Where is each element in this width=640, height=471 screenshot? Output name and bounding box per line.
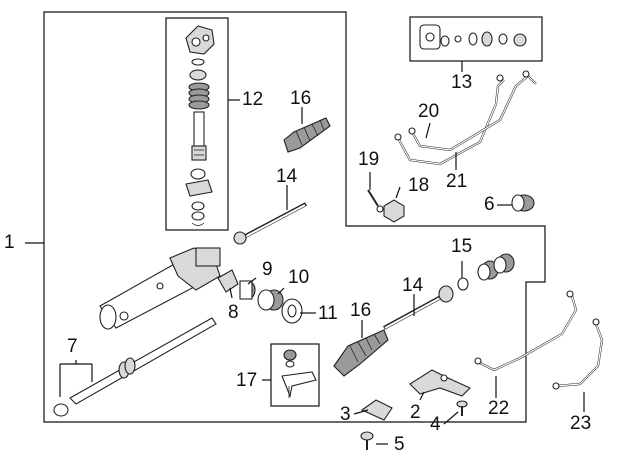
leader-3 [353,409,369,415]
bearing-12 [189,69,207,81]
pinion-shaft [191,111,207,161]
clamp-3 [360,399,393,421]
callout-11: 11 [318,303,338,324]
leader-8 [229,287,233,299]
callout-7: 7 [67,336,78,357]
leader-20 [425,122,431,139]
callout-18: 18 [408,175,430,196]
rack-shaft-7 [53,317,217,417]
box-12 [165,17,229,231]
callout-16b: 16 [350,300,372,321]
leader-10 [277,287,285,295]
callout-6: 6 [484,194,495,215]
washer-11 [281,298,303,324]
ring-12b [191,211,205,221]
callout-17: 17 [236,370,258,391]
callout-20: 20 [418,101,440,122]
callout-2: 2 [410,402,421,423]
washer-15 [457,277,469,291]
seal-kit-13 [419,24,527,50]
pipe-22 [474,290,578,372]
spring-12 [188,82,210,110]
seal-12b [190,168,206,180]
callout-4: 4 [430,414,441,435]
pipe-23 [552,318,604,390]
inner-tie-rod-lower [383,285,454,330]
cap-6 [511,194,535,212]
tie-rod-end-17 [281,349,317,398]
callout-22: 22 [488,398,510,419]
assembly-outline [43,11,546,423]
nut-18 [383,199,405,223]
leader-18 [395,186,401,199]
callout-14a: 14 [276,166,298,187]
seal-12a [191,58,205,66]
callout-3: 3 [340,404,351,425]
callout-19: 19 [358,149,380,170]
box-17 [270,343,320,407]
callout-15: 15 [451,236,473,257]
callout-16a: 16 [290,88,312,109]
rack-housing [99,247,221,330]
leader-7 [59,360,93,397]
boot-16-upper [283,117,331,153]
ring-12a [191,201,205,211]
callout-14b: 14 [402,275,424,296]
callout-8: 8 [228,302,239,323]
bushing-10 [257,289,284,311]
callout-21: 21 [446,171,468,192]
bolt-19 [367,189,384,213]
pipes-20-21 [394,70,537,166]
inner-tie-rod-upper [233,202,307,245]
callout-10: 10 [288,267,310,288]
callout-23: 23 [570,413,592,434]
bushings-right [477,253,515,281]
callout-13: 13 [451,72,473,93]
clip-12 [191,222,205,226]
bushing-9 [239,280,256,300]
callout-12: 12 [242,89,264,110]
leader-2 [419,391,425,401]
callout-5: 5 [394,434,405,455]
mount-8 [217,269,239,293]
boot-16-lower [333,329,389,377]
leader-4 [443,411,459,425]
callout-9: 9 [262,259,273,280]
leader-9 [247,277,257,285]
cover-12 [185,179,213,197]
bracket-2 [409,369,471,397]
callout-1: 1 [4,232,15,253]
bolt-4 [456,400,468,416]
bolt-5 [360,431,374,450]
valve-housing [185,25,215,55]
box-13 [409,16,543,62]
